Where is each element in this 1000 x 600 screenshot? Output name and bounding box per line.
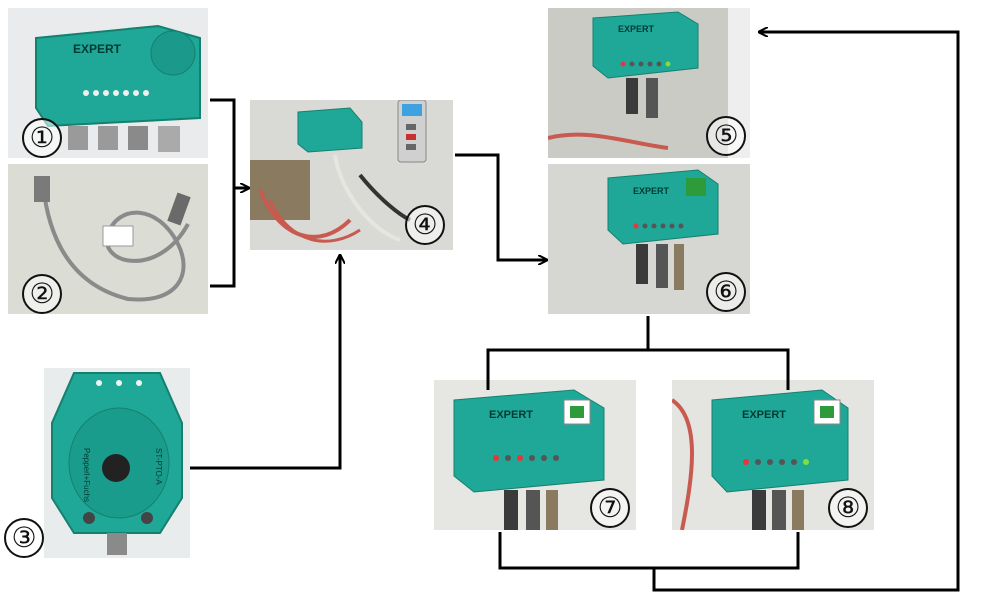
step-label-3: ③ <box>4 518 44 558</box>
step-label-4: ④ <box>405 205 445 245</box>
arrow-4-to-6 <box>455 153 546 260</box>
brand-text: EXPERT <box>742 409 786 421</box>
photo-result-6: EXPERT ⑥ <box>548 164 750 314</box>
step-label-8: ⑧ <box>828 488 868 528</box>
step-label-1: ① <box>22 118 62 158</box>
step-label-2: ② <box>22 274 62 314</box>
branch-7-8 <box>486 348 790 390</box>
brand-text: EXPERT <box>489 409 533 421</box>
brand-text: EXPERT <box>633 186 670 196</box>
photo-sensor: Pepperl+Fuchs ST-PTO-A <box>44 368 190 558</box>
bracket-1-2 <box>210 98 236 288</box>
photo-installation: ④ <box>250 100 453 250</box>
photo-result-5: EXPERT ⑤ <box>548 8 750 158</box>
arrow-3-to-4 <box>190 256 340 470</box>
brand-text: EXPERT <box>73 42 122 56</box>
photo-result-8: EXPERT ⑧ <box>672 380 874 530</box>
photo-result-7: EXPERT ⑦ <box>434 380 636 530</box>
bottom-join <box>498 532 800 570</box>
brand-text: EXPERT <box>618 24 655 34</box>
step-label-7: ⑦ <box>590 488 630 528</box>
photo-cable: ② <box>8 164 208 314</box>
sensor-text: Pepperl+Fuchs <box>82 448 91 502</box>
step-label-5: ⑤ <box>706 116 746 156</box>
photo-module: EXPERT ① <box>8 8 208 158</box>
arrow-back-to-5 <box>652 32 960 592</box>
sensor-model-text: ST-PTO-A <box>154 448 163 485</box>
step-label-6: ⑥ <box>706 272 746 312</box>
